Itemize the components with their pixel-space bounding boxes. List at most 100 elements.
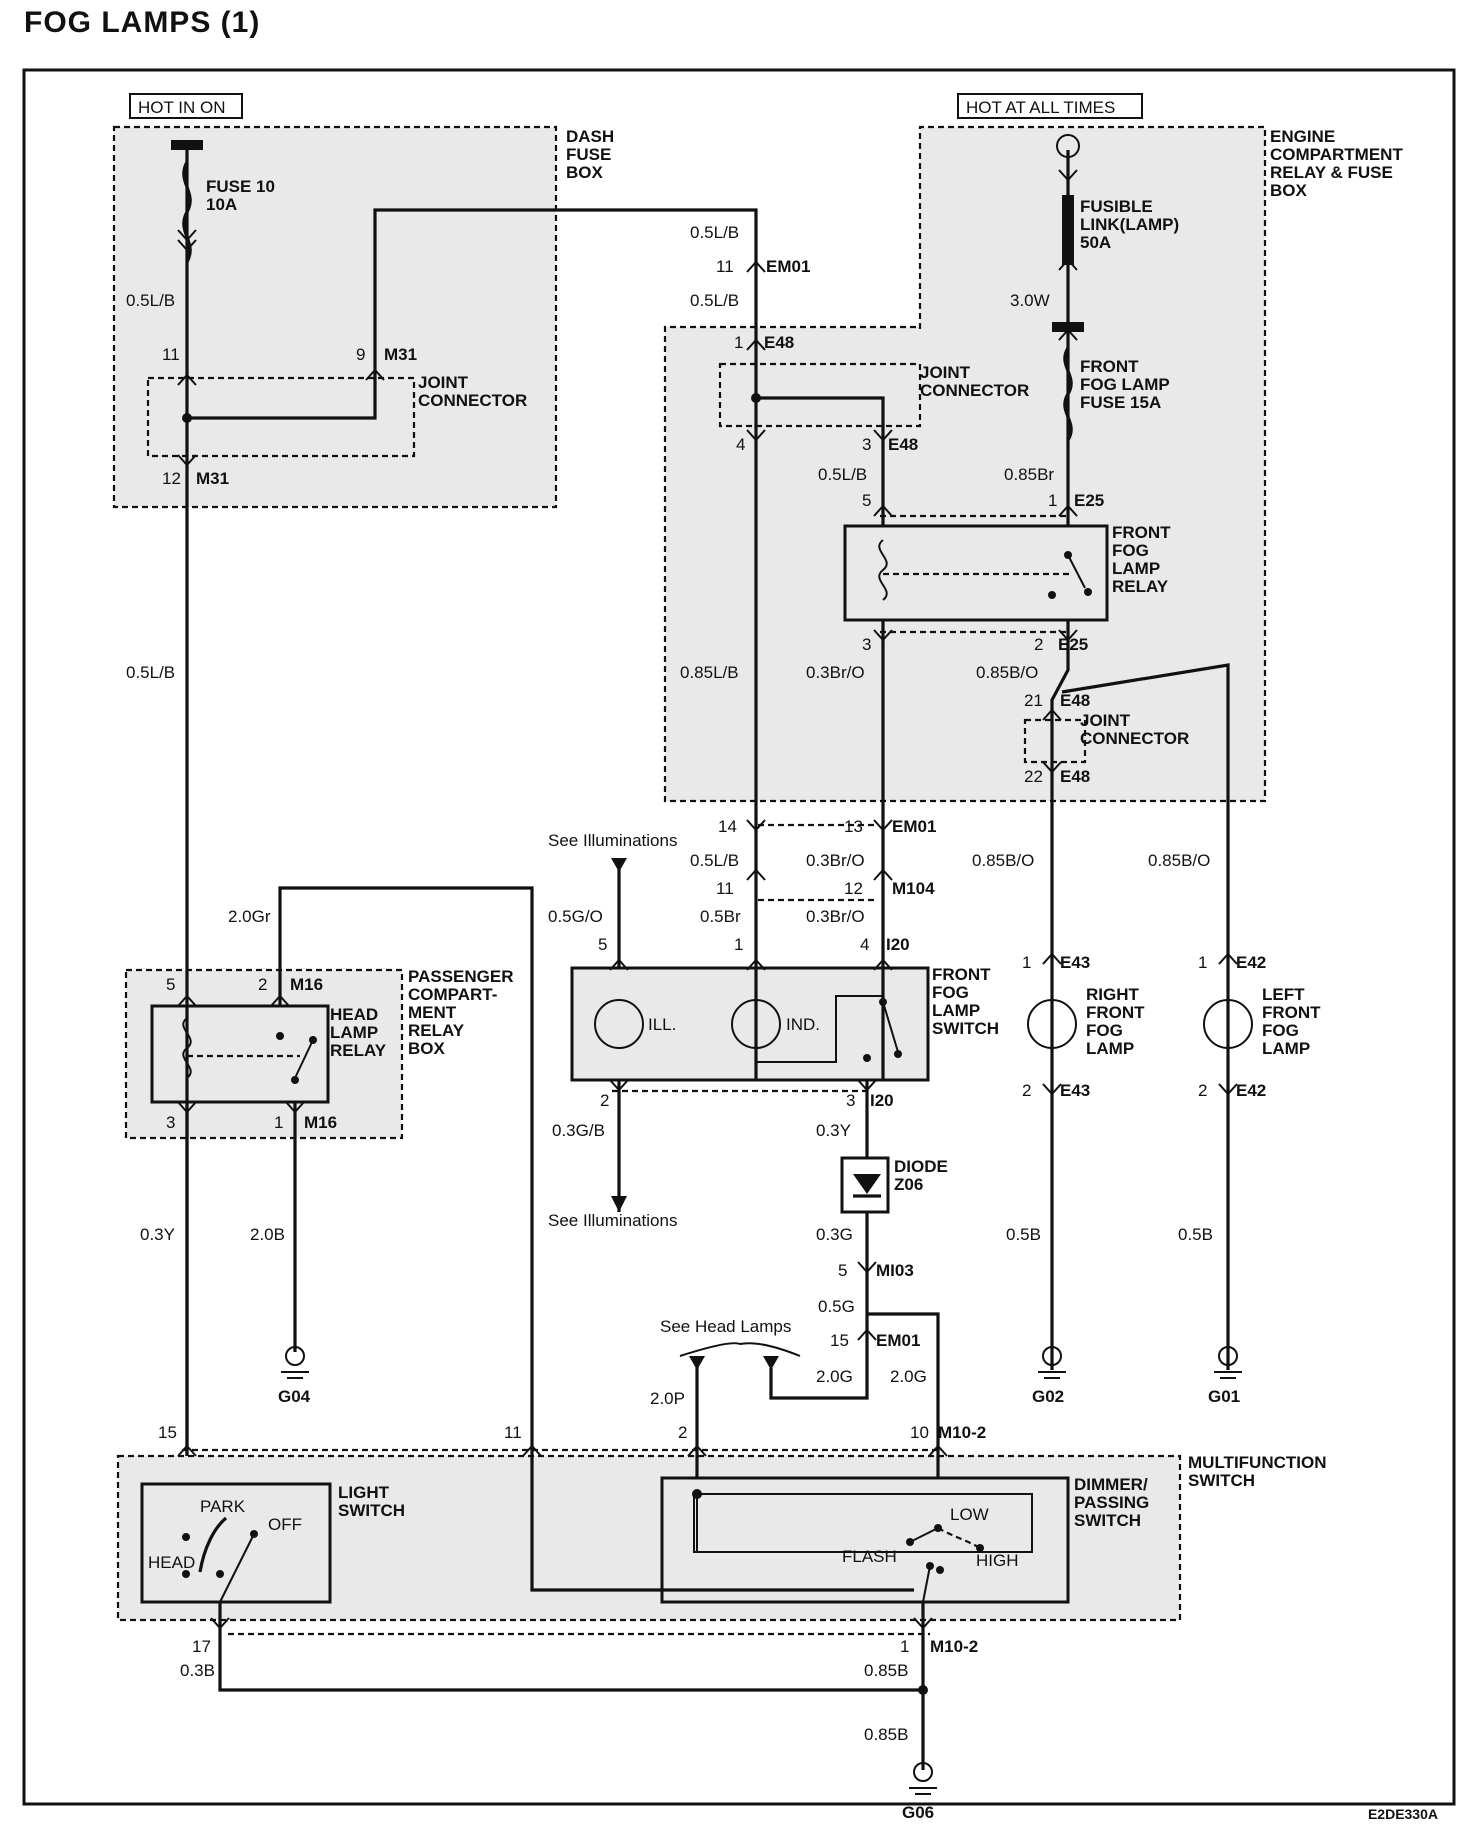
wires bbox=[185, 150, 1230, 1770]
ind-label: IND. bbox=[786, 1015, 820, 1034]
diode-label-2: Z06 bbox=[894, 1175, 923, 1194]
fuses bbox=[171, 134, 1084, 441]
svg-text:1: 1 bbox=[1022, 953, 1031, 972]
svg-text:21: 21 bbox=[1024, 691, 1043, 710]
fog-switch-label-3: LAMP bbox=[932, 1001, 980, 1020]
svg-text:0.5G: 0.5G bbox=[818, 1297, 855, 1316]
light-switch-label-1: LIGHT bbox=[338, 1483, 390, 1502]
park-label: PARK bbox=[200, 1497, 246, 1516]
svg-text:0.85Br: 0.85Br bbox=[1004, 465, 1054, 484]
passenger-box-label-3: MENT bbox=[408, 1003, 457, 1022]
svg-text:MI03: MI03 bbox=[876, 1261, 914, 1280]
connector-marks bbox=[177, 169, 1238, 1630]
svg-text:EM01: EM01 bbox=[876, 1331, 920, 1350]
svg-text:0.5B: 0.5B bbox=[1178, 1225, 1213, 1244]
fusible-link-icon bbox=[1062, 195, 1074, 265]
dimmer-switch-internals bbox=[692, 1489, 984, 1603]
dimmer-label-2: PASSING bbox=[1074, 1493, 1149, 1512]
multifunction-label-2: SWITCH bbox=[1188, 1471, 1255, 1490]
page-title: FOG LAMPS (1) bbox=[24, 6, 261, 39]
svg-text:M16: M16 bbox=[290, 975, 323, 994]
front-fog-lamp-relay bbox=[843, 524, 1109, 622]
svg-text:5: 5 bbox=[598, 935, 607, 954]
svg-text:2: 2 bbox=[1034, 635, 1043, 654]
dashed-boxes bbox=[112, 125, 1267, 1636]
dash-fuse-box-outline bbox=[112, 125, 558, 509]
svg-text:0.3Br/O: 0.3Br/O bbox=[806, 663, 865, 682]
svg-text:11: 11 bbox=[504, 1423, 522, 1442]
right-front-fog-lamp-icon bbox=[1027, 999, 1077, 1049]
svg-text:12: 12 bbox=[844, 879, 863, 898]
joint-connector-e48-label-1: JOINT bbox=[920, 363, 971, 382]
ill-lamp-icon bbox=[594, 999, 644, 1049]
ill-label: ILL. bbox=[648, 1015, 676, 1034]
svg-text:M31: M31 bbox=[384, 345, 417, 364]
hot-at-all-times-label: HOT AT ALL TIMES bbox=[966, 98, 1115, 117]
left-lamp-label-2: FRONT bbox=[1262, 1003, 1321, 1022]
svg-text:E42: E42 bbox=[1236, 953, 1266, 972]
light-switch-internals bbox=[182, 1516, 258, 1603]
diode-label-1: DIODE bbox=[894, 1157, 948, 1176]
svg-text:4: 4 bbox=[736, 435, 745, 454]
left-front-fog-lamp-icon bbox=[1203, 999, 1253, 1049]
svg-text:2.0Gr: 2.0Gr bbox=[228, 907, 271, 926]
svg-text:E48: E48 bbox=[1060, 691, 1090, 710]
fog-fuse-icon bbox=[1063, 347, 1073, 441]
svg-text:M31: M31 bbox=[196, 469, 229, 488]
svg-text:1: 1 bbox=[734, 333, 743, 352]
fog-switch-internals bbox=[594, 995, 902, 1063]
light-switch-box bbox=[140, 1482, 332, 1604]
ground-g04: G04 bbox=[278, 1387, 311, 1406]
head-label: HEAD bbox=[148, 1553, 195, 1572]
fog-switch-label-1: FRONT bbox=[932, 965, 991, 984]
junction-dots bbox=[182, 393, 928, 1695]
joint-connector-label-1: JOINT bbox=[418, 373, 469, 392]
svg-text:E43: E43 bbox=[1060, 1081, 1090, 1100]
svg-text:14: 14 bbox=[718, 817, 737, 836]
svg-text:I20: I20 bbox=[886, 935, 910, 954]
svg-text:3: 3 bbox=[846, 1091, 855, 1110]
left-lamp-label-3: FOG bbox=[1262, 1021, 1299, 1040]
relay-internals bbox=[182, 539, 1092, 1084]
svg-text:1: 1 bbox=[734, 935, 743, 954]
wire-label: 0.5L/B bbox=[690, 223, 739, 242]
svg-text:0.5B: 0.5B bbox=[1006, 1225, 1041, 1244]
svg-text:15: 15 bbox=[830, 1331, 849, 1350]
svg-text:0.3Br/O: 0.3Br/O bbox=[806, 851, 865, 870]
fusible-link-label-2: LINK(LAMP) bbox=[1080, 215, 1179, 234]
svg-text:E48: E48 bbox=[888, 435, 918, 454]
svg-text:1: 1 bbox=[1198, 953, 1207, 972]
dimmer-label-1: DIMMER/ bbox=[1074, 1475, 1148, 1494]
svg-text:2: 2 bbox=[1022, 1081, 1031, 1100]
svg-text:5: 5 bbox=[166, 975, 175, 994]
svg-text:0.5L/B: 0.5L/B bbox=[818, 465, 867, 484]
dash-fuse-box-label-2: FUSE bbox=[566, 145, 611, 164]
svg-text:EM01: EM01 bbox=[892, 817, 936, 836]
left-lamp-label-1: LEFT bbox=[1262, 985, 1305, 1004]
reference-arrows bbox=[611, 858, 801, 1370]
diode-icon bbox=[853, 1174, 881, 1198]
engine-box-outline bbox=[663, 125, 1267, 803]
svg-text:EM01: EM01 bbox=[766, 257, 810, 276]
svg-text:2: 2 bbox=[600, 1091, 609, 1110]
joint-connector-e48b-label-2: CONNECTOR bbox=[1080, 729, 1189, 748]
joint-connector-label-2: CONNECTOR bbox=[418, 391, 527, 410]
fusible-link-label-1: FUSIBLE bbox=[1080, 197, 1153, 216]
passenger-box-label-2: COMPART- bbox=[408, 985, 497, 1004]
svg-text:0.3B: 0.3B bbox=[180, 1661, 215, 1680]
svg-text:2.0G: 2.0G bbox=[890, 1367, 927, 1386]
dimmer-label-3: SWITCH bbox=[1074, 1511, 1141, 1530]
see-head-lamps: See Head Lamps bbox=[660, 1317, 791, 1336]
svg-text:0.5L/B: 0.5L/B bbox=[690, 851, 739, 870]
fog-relay-label-1: FRONT bbox=[1112, 523, 1171, 542]
svg-text:10: 10 bbox=[910, 1423, 929, 1442]
svg-text:17: 17 bbox=[192, 1637, 211, 1656]
ground-g06: G06 bbox=[902, 1803, 934, 1822]
fog-fuse-label-2: FOG LAMP bbox=[1080, 375, 1170, 394]
figure-id: E2DE330A bbox=[1367, 1806, 1438, 1822]
svg-text:1: 1 bbox=[900, 1637, 909, 1656]
passenger-box-label-4: RELAY bbox=[408, 1021, 465, 1040]
right-lamp-label-3: FOG bbox=[1086, 1021, 1123, 1040]
svg-text:12: 12 bbox=[162, 469, 181, 488]
see-illuminations-top: See Illuminations bbox=[548, 831, 677, 850]
